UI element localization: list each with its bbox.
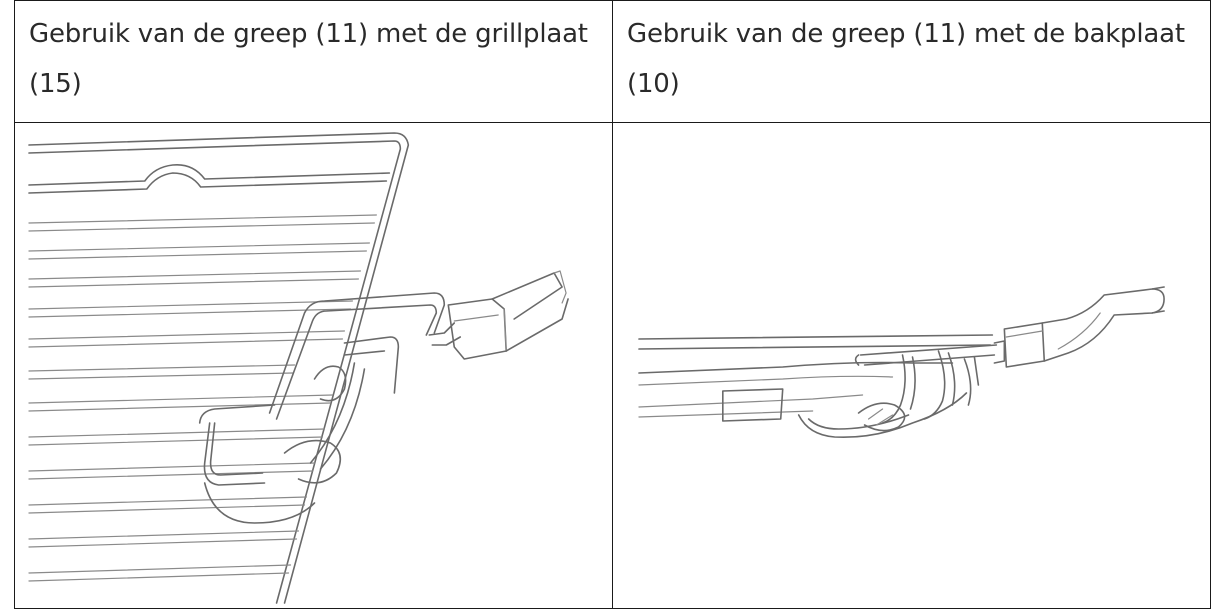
bakplaat-gripper xyxy=(854,286,1165,432)
tray-body-line xyxy=(638,410,814,418)
gripper-loop-lower xyxy=(198,404,276,486)
gripper-hook xyxy=(881,354,906,424)
gripper-loop-upper-inner xyxy=(275,304,438,420)
tray-rim xyxy=(638,361,954,374)
grill-wire xyxy=(28,462,316,472)
tray-top-edge xyxy=(638,334,994,350)
grill-wire xyxy=(28,402,332,412)
baking-tray-illustration xyxy=(638,286,1165,439)
grill-wire xyxy=(28,364,296,372)
illustration-cell-grill xyxy=(14,122,613,609)
gripper-grip-top xyxy=(1041,286,1165,324)
grill-wire xyxy=(28,330,346,340)
gripper-hook-inner xyxy=(909,356,916,410)
handle-gripper xyxy=(198,270,569,524)
grill-wire xyxy=(28,278,360,288)
gripper-bar-end xyxy=(854,354,860,366)
tray-underside xyxy=(797,392,968,439)
baking-tray xyxy=(638,334,994,439)
caption-grill-text: Gebruik van de greep (11) met de grillpl… xyxy=(29,19,588,99)
grill-wire xyxy=(28,163,391,186)
gripper-hook-b xyxy=(923,350,946,420)
illustration-row xyxy=(14,122,1211,609)
gripper-hook xyxy=(313,365,347,402)
gripper-hook-lower xyxy=(283,439,342,484)
caption-row: Gebruik van de greep (11) met de grillpl… xyxy=(14,0,1211,123)
gripper-loop-lower-inner xyxy=(209,422,264,476)
grill-wires xyxy=(28,132,410,604)
grill-wire xyxy=(28,394,334,404)
grill-wire xyxy=(28,572,290,582)
grill-wire xyxy=(28,470,314,480)
tray-underside-inner xyxy=(807,414,910,430)
grill-wire xyxy=(28,530,300,540)
gripper-shaft xyxy=(309,362,366,470)
gripper-sleeve-edge xyxy=(453,308,507,352)
gripper-grip-end xyxy=(1151,288,1165,314)
grill-wire xyxy=(28,436,324,446)
tray-rim-inner xyxy=(638,375,894,386)
gripper-clip xyxy=(857,402,906,432)
gripper-curve xyxy=(203,482,316,524)
gripper-clip-detail xyxy=(867,408,894,426)
gripper-loop-upper xyxy=(268,292,446,414)
gripper-neck xyxy=(428,322,462,346)
grill-wire xyxy=(28,338,344,348)
tray-bracket xyxy=(722,388,784,422)
grill-wire xyxy=(28,242,371,252)
grill-wire xyxy=(28,428,326,438)
gripper-sleeve-edge xyxy=(1005,330,1043,338)
gripper-grip-bottom xyxy=(1043,310,1165,362)
grill-frame-edge-inner xyxy=(28,140,402,604)
grill-wire xyxy=(28,504,306,514)
tray-body-line xyxy=(638,394,864,408)
gripper-arm xyxy=(963,356,980,406)
grill-wire xyxy=(28,172,388,194)
grill-wire xyxy=(28,250,368,260)
illustration-cell-bakplaat xyxy=(612,122,1211,609)
grill-wire xyxy=(28,372,294,380)
gripper-neck xyxy=(993,340,1006,364)
grill-wire xyxy=(28,214,377,224)
gripper-grip xyxy=(491,272,569,352)
caption-cell-bakplaat: Gebruik van de greep (11) met de bakplaa… xyxy=(612,0,1211,123)
instruction-table: Gebruik van de greep (11) met de grillpl… xyxy=(14,0,1211,609)
grill-grate-illustration xyxy=(28,132,569,604)
grill-wire xyxy=(28,538,298,548)
grill-frame-edge xyxy=(28,132,410,604)
gripper-grip-crease xyxy=(1057,312,1101,350)
gripper-clip xyxy=(343,336,400,394)
grill-wire xyxy=(28,308,352,318)
grill-wire xyxy=(28,496,308,506)
gripper-sleeve xyxy=(447,298,507,360)
grill-wire xyxy=(28,564,292,574)
gripper-hook-b-inner xyxy=(947,352,956,406)
caption-cell-grill: Gebruik van de greep (11) met de grillpl… xyxy=(14,0,613,123)
grill-wire xyxy=(28,300,354,310)
gripper-bar xyxy=(859,344,998,366)
caption-bakplaat-text: Gebruik van de greep (11) met de bakplaa… xyxy=(627,19,1185,99)
gripper-sleeve xyxy=(1003,322,1046,368)
gripper-grip-end xyxy=(553,270,567,304)
grill-wire xyxy=(28,222,375,232)
grill-wire xyxy=(28,270,362,280)
